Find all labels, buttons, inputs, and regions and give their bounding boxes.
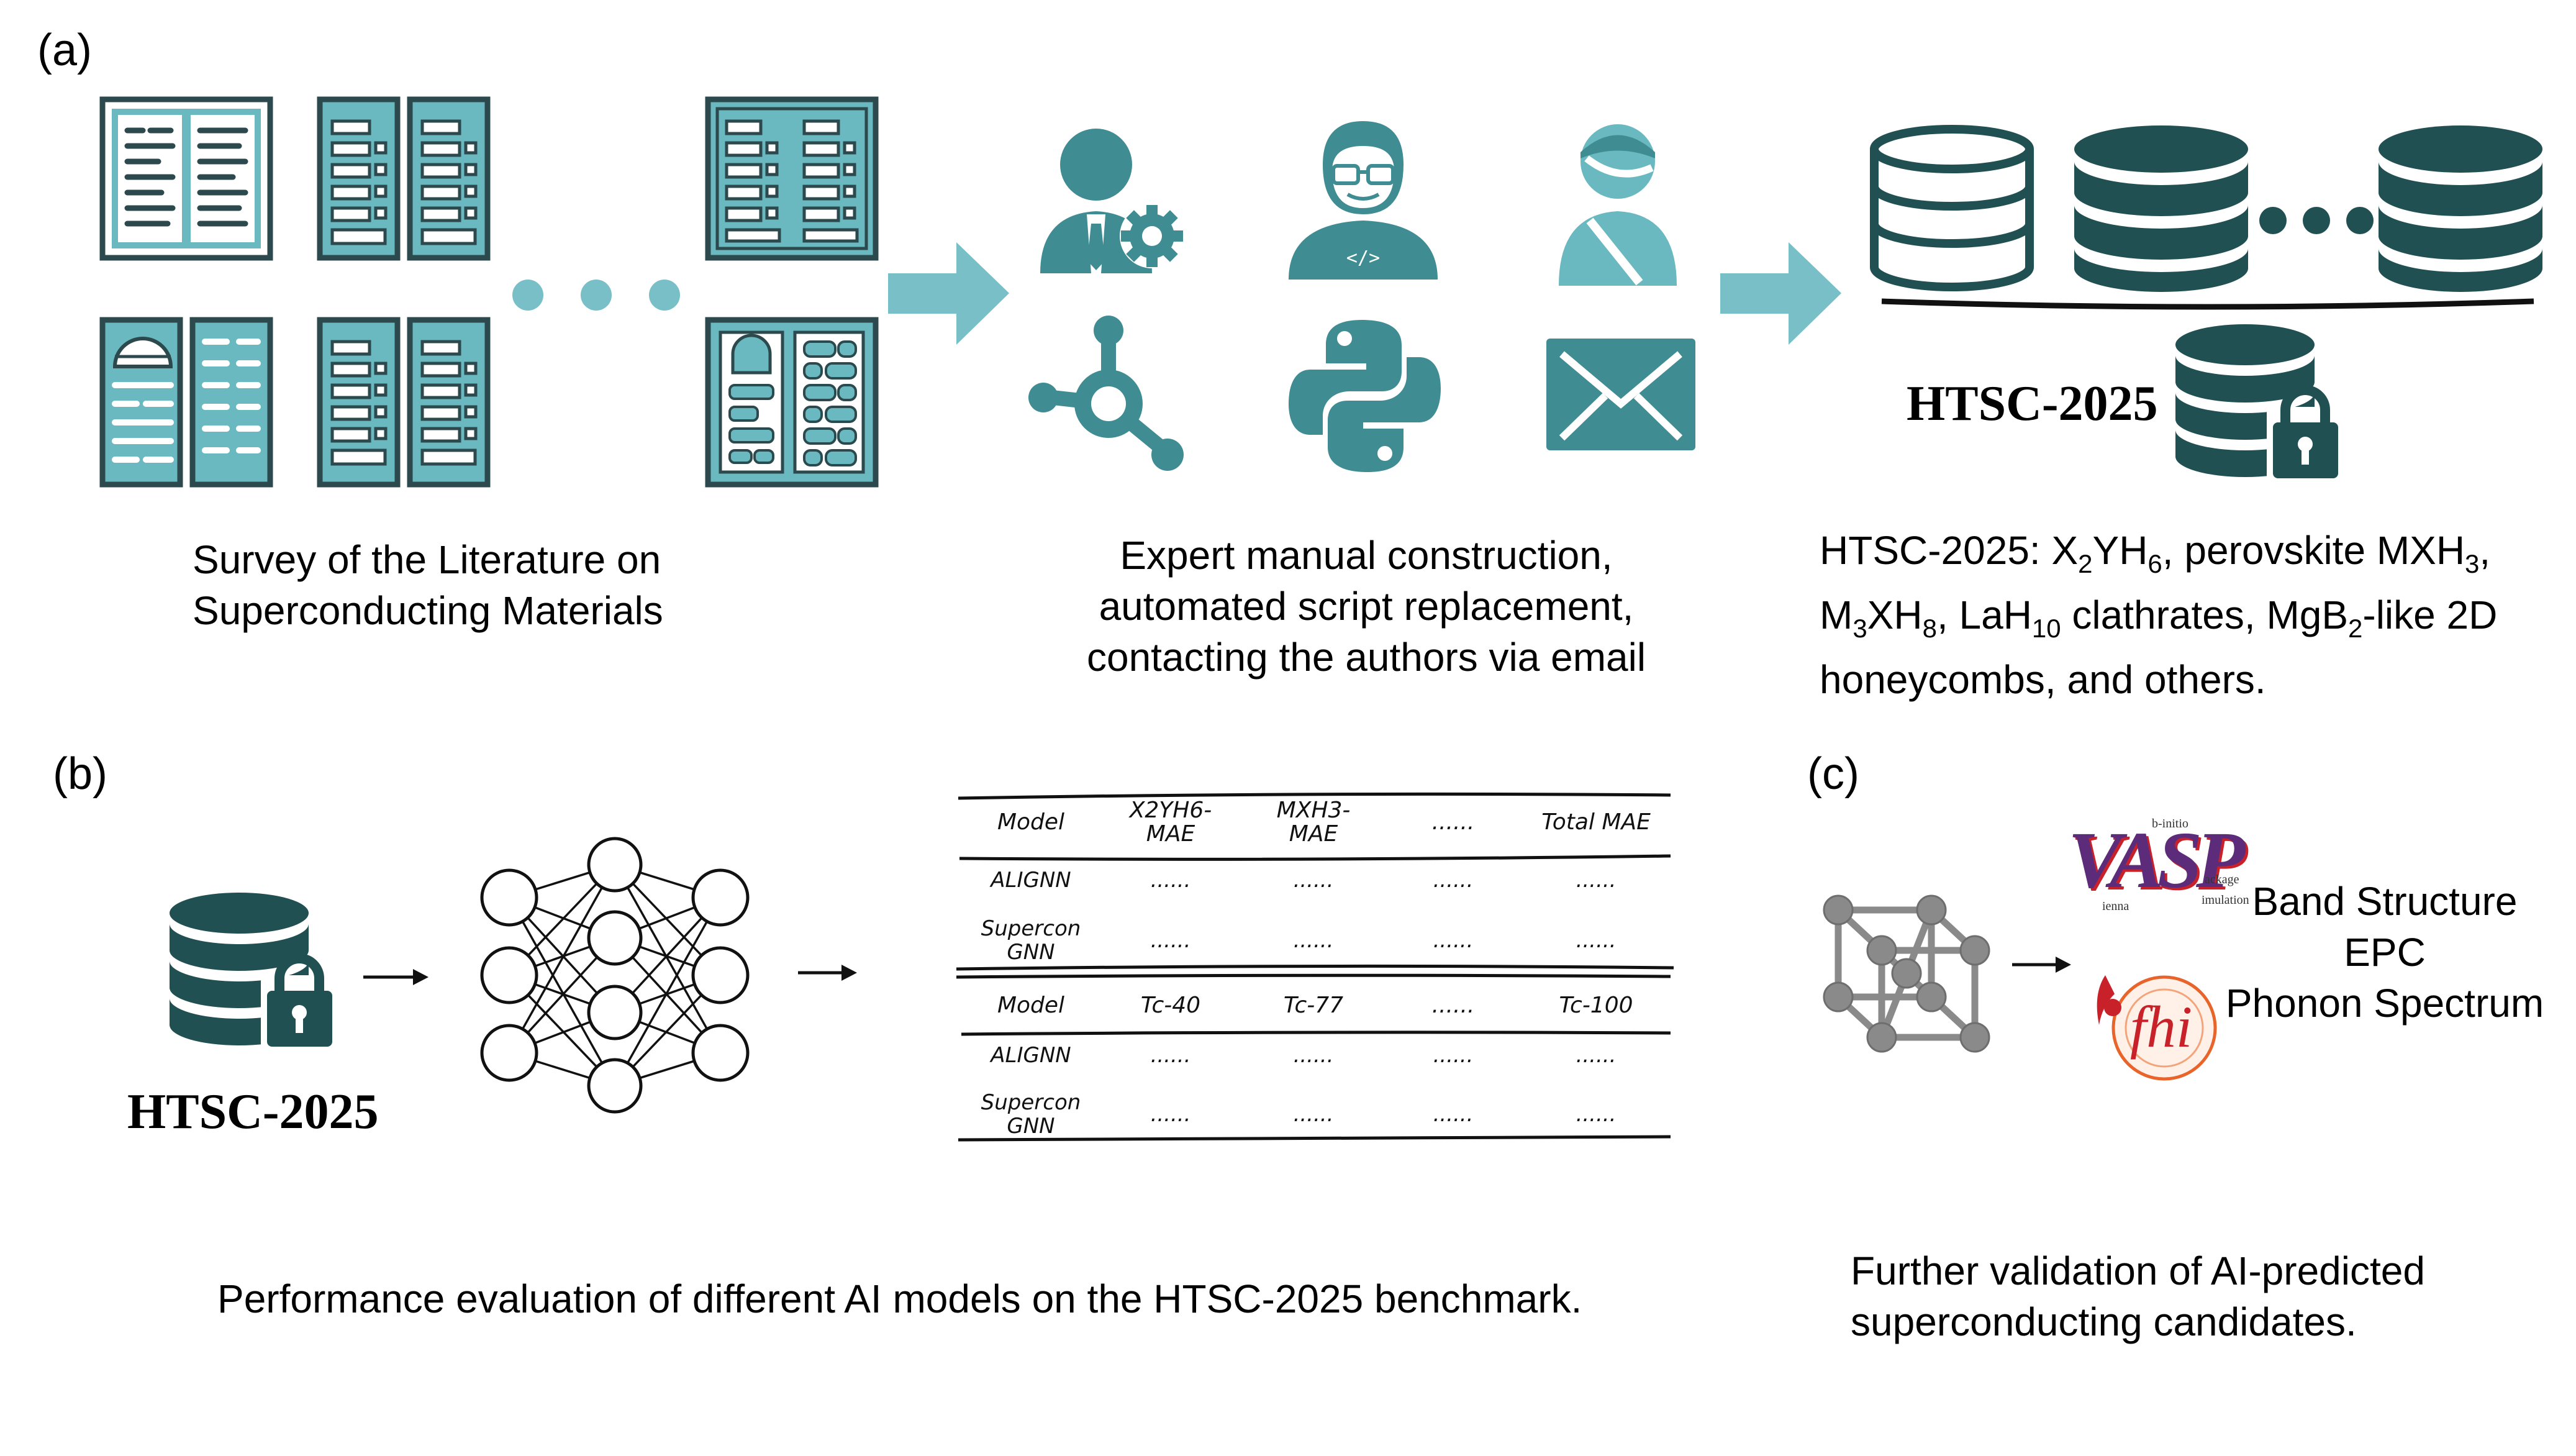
ellipsis-dots: [2259, 207, 2374, 234]
analysis-item: Band Structure: [2252, 879, 2518, 924]
table-cell: ......: [1150, 868, 1191, 893]
subscript: 10: [2031, 613, 2061, 643]
subscript: 8: [1922, 613, 1937, 643]
table-cell: ......: [1293, 1043, 1334, 1068]
table-cell: ......: [1150, 1102, 1191, 1127]
caption-line: M3XH8, LaH10 clathrates, MgB2-like 2D: [1820, 592, 2498, 643]
table-header-cell: X2YH6-MAE: [1129, 798, 1212, 847]
vasp-small-text: b-initio: [2152, 817, 2188, 830]
python-icon: [1289, 320, 1441, 472]
ellipsis-dots: [512, 280, 680, 311]
caption-literature-survey: Survey of the Literature on Superconduct…: [193, 534, 751, 636]
flow-arrow: [888, 242, 1009, 345]
locked-database-icon: [2175, 324, 2344, 481]
flow-arrow: [1720, 242, 1841, 345]
document-icon: [317, 317, 491, 488]
table-header-cell: ......: [1431, 993, 1475, 1018]
table-cell: ......: [1293, 868, 1334, 893]
table-cell: ......: [1150, 928, 1191, 953]
small-arrow: [2012, 957, 2071, 973]
expert-gear-icon: [1040, 129, 1184, 273]
document-icon: [99, 96, 273, 261]
analysis-item: Phonon Spectrum: [2225, 981, 2544, 1026]
api-hub-icon: [1028, 316, 1184, 471]
caption-htsc-contents: HTSC-2025: X2YH6, perovskite MXH3, M3XH8…: [1820, 525, 2576, 705]
table-header-cell: Tc-77: [1283, 993, 1344, 1018]
table-cell: ......: [1576, 1043, 1617, 1068]
caption-line: Expert manual construction,: [1120, 533, 1613, 578]
caption-line: Survey of the Literature on: [193, 537, 661, 582]
table-rules: [956, 792, 1674, 1142]
neural-network-diagram: [480, 837, 750, 1114]
email-icon: [1546, 339, 1695, 450]
table-cell: ......: [1576, 1102, 1617, 1127]
subscript: 2: [2348, 613, 2363, 643]
caption-line: superconducting candidates.: [1851, 1299, 2357, 1344]
table-cell: ......: [1433, 1043, 1474, 1068]
table-cell: ......: [1433, 1102, 1474, 1127]
fhi-logo-text: fhi: [2130, 994, 2192, 1060]
vasp-logo-text: VASP: [2068, 816, 2246, 905]
analysis-item: EPC: [2344, 930, 2426, 975]
vasp-small-text: ackage: [2205, 873, 2239, 886]
subscript: 3: [1853, 613, 1867, 643]
caption-construction: Expert manual construction, automated sc…: [1006, 530, 1726, 683]
vasp-logo: VASP b-initio ackage ienna imulation: [2068, 814, 2249, 919]
panel-b-label: (b): [53, 749, 107, 799]
table-cell: ......: [1576, 928, 1617, 953]
subscript: 3: [2465, 548, 2480, 578]
crystal-structure-icon: [1823, 894, 1990, 1053]
table-row-label: ALIGNN: [991, 1043, 1071, 1068]
caption-line: honeycombs, and others.: [1820, 657, 2266, 702]
vasp-small-text: imulation: [2202, 893, 2249, 907]
table-cell: ......: [1433, 928, 1474, 953]
subscript: 2: [2078, 548, 2093, 578]
document-icon: [317, 96, 491, 261]
table-header-cell: Tc-40: [1140, 993, 1201, 1018]
small-arrow: [798, 965, 857, 981]
document-icon: [705, 96, 879, 261]
fhi-aims-logo: fhi: [2097, 975, 2217, 1081]
table-header-cell: Tc-100: [1559, 993, 1633, 1018]
table-header-cell: MXH3-MAE: [1276, 798, 1351, 847]
document-icon: [99, 317, 273, 488]
analysis-list: Band Structure EPC Phonon Spectrum: [2211, 876, 2559, 1029]
caption-line: automated script replacement,: [1099, 584, 1634, 629]
table-header-cell: Total MAE: [1541, 809, 1651, 835]
table-header-cell: ......: [1431, 809, 1475, 835]
locked-database-icon: [170, 893, 338, 1050]
document-icon: [705, 317, 879, 488]
person-icon: [1559, 124, 1677, 286]
caption-line: Further validation of AI-predicted: [1851, 1249, 2425, 1293]
table-cell: ......: [1576, 868, 1617, 893]
caption-performance: Performance evaluation of different AI m…: [217, 1276, 1582, 1321]
caption-line: contacting the authors via email: [1086, 635, 1646, 680]
svg-text:</>: </>: [1346, 247, 1380, 269]
subscript: 6: [2147, 548, 2162, 578]
caption-validation: Further validation of AI-predicted super…: [1851, 1245, 2534, 1347]
table-header-cell: Model: [997, 809, 1065, 835]
panel-c-label: (c): [1807, 749, 1859, 799]
database-icon: [2379, 125, 2542, 292]
table-cell: ......: [1293, 928, 1334, 953]
table-cell: ......: [1433, 868, 1474, 893]
vasp-small-text: ienna: [2102, 899, 2129, 913]
db-title-b: HTSC-2025: [127, 1085, 379, 1139]
panel-a-label: (a): [37, 25, 92, 75]
small-arrow: [363, 969, 429, 985]
table-header-cell: Model: [997, 993, 1065, 1018]
table-cell: ......: [1293, 1102, 1334, 1127]
table-row-label: ALIGNN: [991, 868, 1071, 893]
db-title-a: HTSC-2025: [1907, 376, 2158, 431]
table-cell: ......: [1150, 1043, 1191, 1068]
programmer-icon: </>: [1289, 121, 1438, 280]
shelf-line: [1881, 298, 2534, 310]
database-icon: [2074, 125, 2248, 292]
database-icon: [1870, 125, 2034, 291]
caption-line: HTSC-2025: X2YH6, perovskite MXH3,: [1820, 528, 2491, 578]
caption-line: Superconducting Materials: [193, 588, 663, 633]
